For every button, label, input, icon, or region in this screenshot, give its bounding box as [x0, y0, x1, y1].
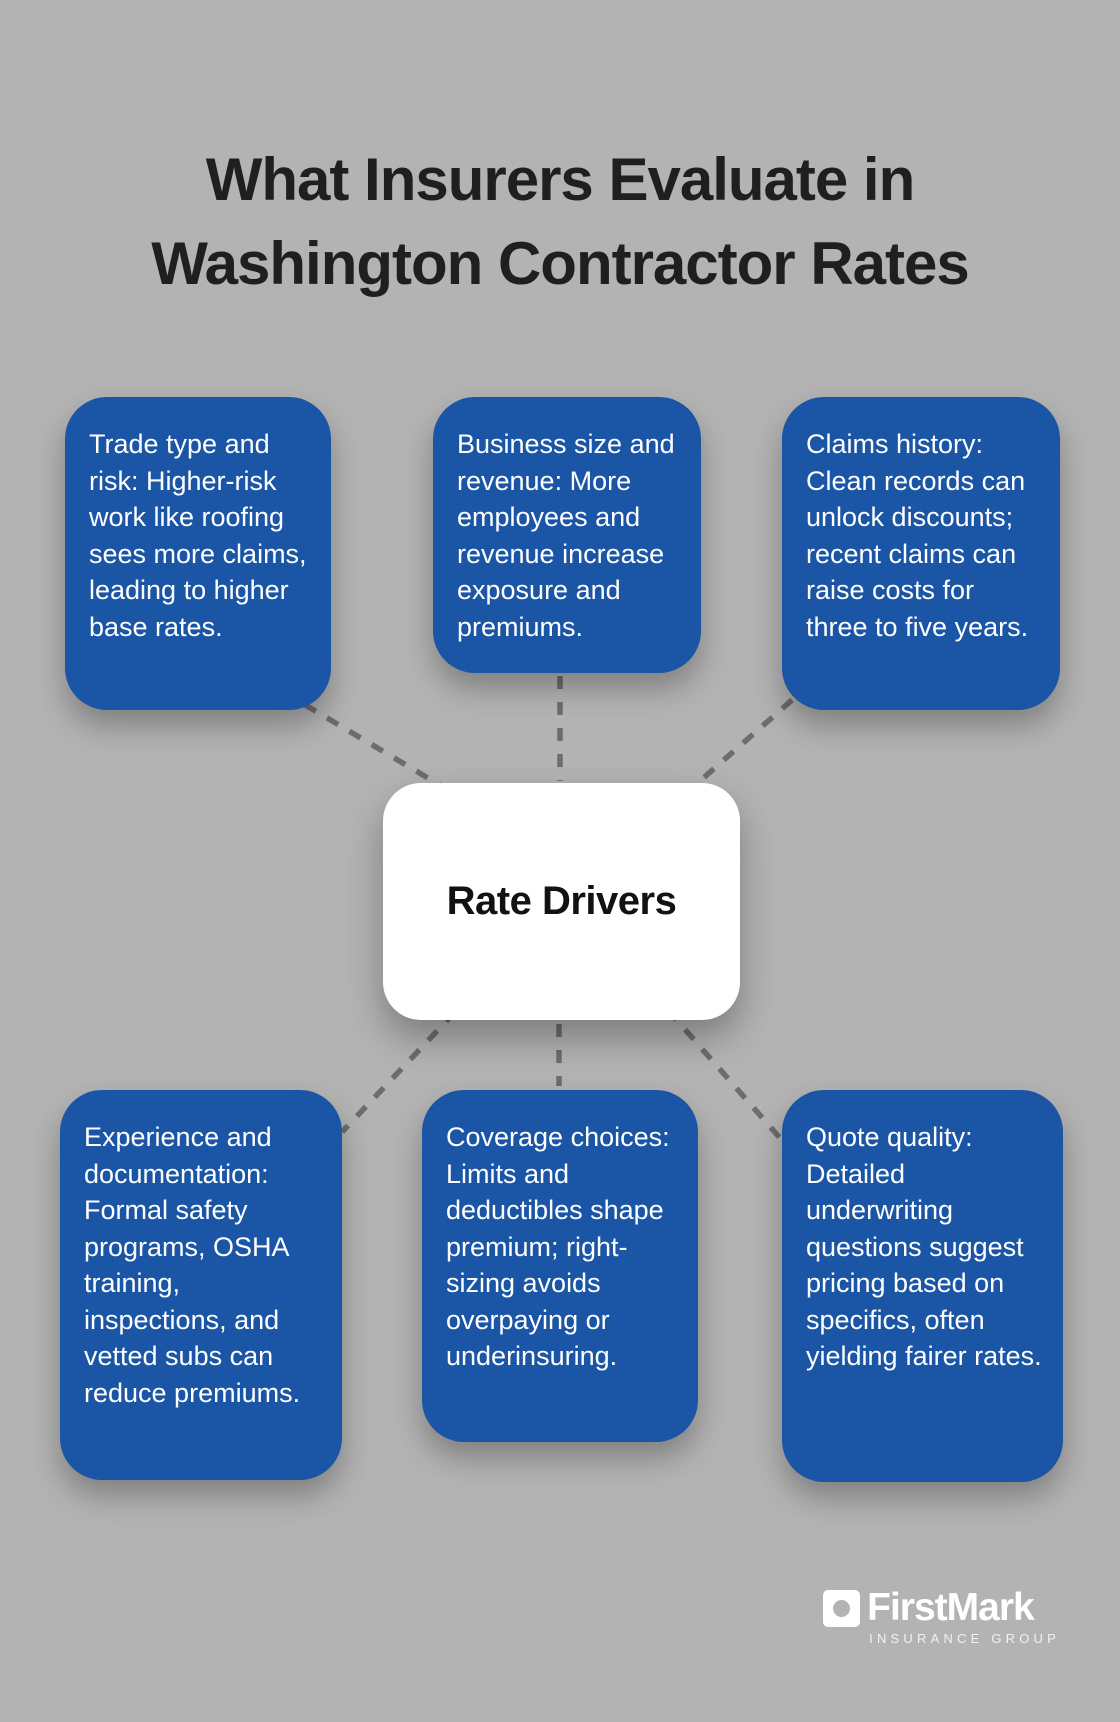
- card-trade-type-and-risk-text: Trade type and risk: Higher-risk work li…: [89, 429, 307, 642]
- card-claims-history: Claims history: Clean records can unlock…: [782, 397, 1060, 710]
- rate-drivers-label: Rate Drivers: [446, 879, 677, 923]
- card-experience-and-documentation-text: Experience and documentation: Formal saf…: [84, 1122, 301, 1408]
- card-quote-quality-text: Quote quality: Detailed underwriting que…: [806, 1122, 1042, 1371]
- firstmark-logo: FirstMark INSURANCE GROUP: [823, 1586, 1060, 1646]
- connector-bottom-left: [339, 1010, 458, 1134]
- card-trade-type-and-risk: Trade type and risk: Higher-risk work li…: [65, 397, 331, 710]
- card-coverage-choices: Coverage choices: Limits and deductibles…: [422, 1090, 698, 1442]
- card-claims-history-text: Claims history: Clean records can unlock…: [806, 429, 1029, 642]
- connector-top-right: [690, 697, 794, 791]
- page-title: What Insurers Evaluate in Washington Con…: [151, 146, 969, 298]
- card-quote-quality: Quote quality: Detailed underwriting que…: [782, 1090, 1063, 1482]
- card-experience-and-documentation: Experience and documentation: Formal saf…: [60, 1090, 342, 1480]
- firstmark-logo-icon: [823, 1589, 861, 1627]
- rate-drivers-node: Rate Drivers: [383, 783, 740, 1020]
- card-business-size-and-revenue: Business size and revenue: More employee…: [433, 397, 701, 673]
- firstmark-logo-subtitle: INSURANCE GROUP: [869, 1631, 1060, 1646]
- connector-bottom-right: [665, 1008, 783, 1140]
- card-coverage-choices-text: Coverage choices: Limits and deductibles…: [446, 1122, 670, 1371]
- firstmark-logo-name: FirstMark: [867, 1586, 1035, 1629]
- card-business-size-and-revenue-text: Business size and revenue: More employee…: [457, 429, 675, 642]
- firstmark-logo-icon-hole: [833, 1599, 851, 1617]
